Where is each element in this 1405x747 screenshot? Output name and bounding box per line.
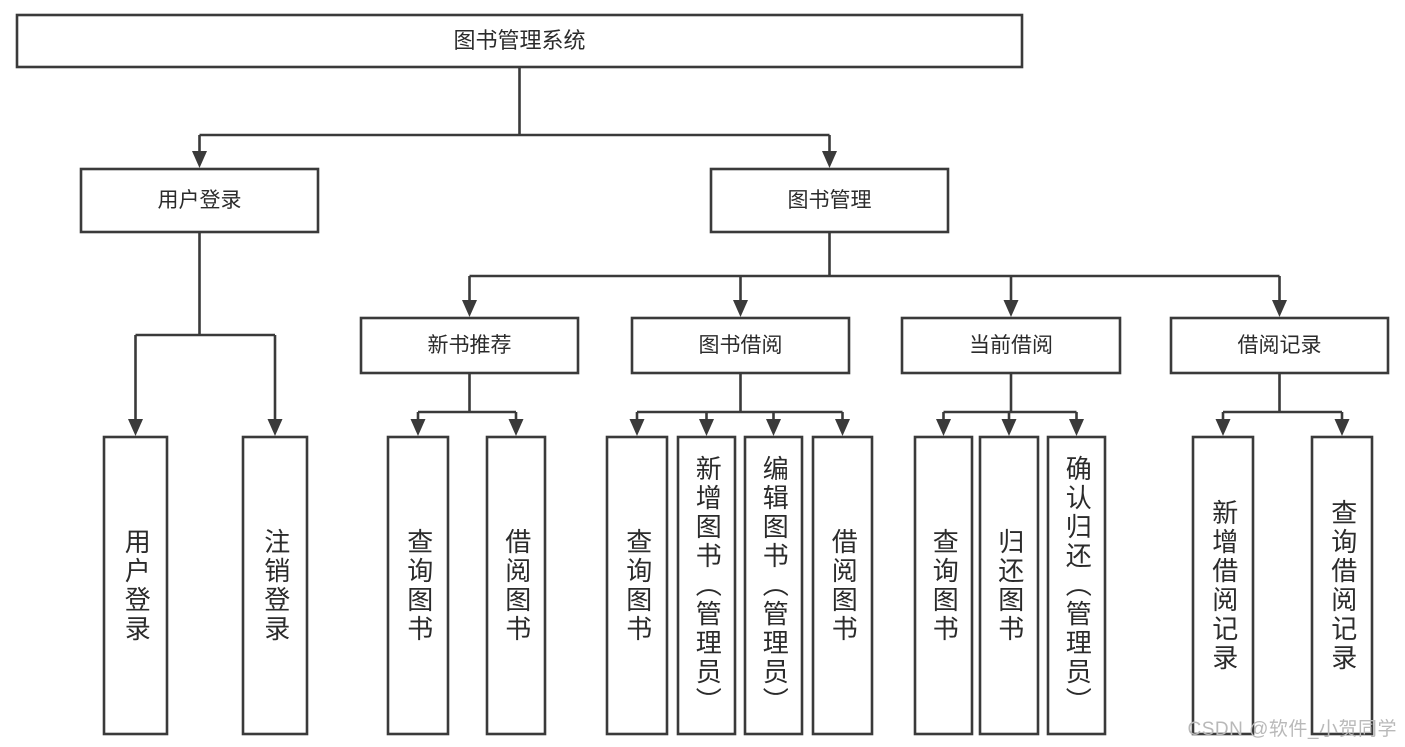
node-box-book-borrow[interactable] bbox=[630, 316, 851, 375]
node-leaf-query-record[interactable] bbox=[1310, 435, 1374, 736]
arrow-current-borrow-to-leaf-confirm-return bbox=[1069, 419, 1084, 436]
arrow-root-to-book-manage bbox=[822, 151, 837, 168]
node-label-borrow-record: 借阅记录 bbox=[1238, 334, 1322, 357]
arrow-root-to-user-login bbox=[192, 151, 207, 168]
node-box-book-manage[interactable] bbox=[709, 167, 950, 234]
node-box-leaf-confirm-return[interactable] bbox=[1046, 435, 1107, 736]
node-current-borrow[interactable]: 当前借阅 bbox=[900, 316, 1122, 375]
node-box-leaf-query-book-2[interactable] bbox=[605, 435, 669, 736]
arrow-book-borrow-to-leaf-query-book-2 bbox=[629, 419, 645, 436]
node-box-leaf-add-book[interactable] bbox=[676, 435, 737, 736]
node-box-user-login[interactable] bbox=[79, 167, 320, 234]
node-label-book-borrow: 图书借阅 bbox=[699, 334, 783, 357]
node-leaf-user-login[interactable] bbox=[102, 435, 169, 736]
node-box-leaf-query-book-3[interactable] bbox=[913, 435, 974, 736]
node-leaf-query-book-2[interactable] bbox=[605, 435, 669, 736]
arrow-borrow-record-to-leaf-add-record bbox=[1215, 419, 1231, 436]
node-label-user-login: 用户登录 bbox=[158, 189, 242, 212]
arrow-new-book-recommend-to-leaf-query-book-1 bbox=[410, 419, 426, 436]
node-box-current-borrow[interactable] bbox=[900, 316, 1122, 375]
connector-layer bbox=[128, 67, 1350, 436]
arrow-book-borrow-to-leaf-edit-book bbox=[766, 419, 781, 436]
node-user-login[interactable]: 用户登录 bbox=[79, 167, 320, 234]
arrow-new-book-recommend-to-leaf-borrow-book-1 bbox=[508, 419, 524, 436]
node-book-borrow[interactable]: 图书借阅 bbox=[630, 316, 851, 375]
node-leaf-return-book[interactable] bbox=[978, 435, 1040, 736]
arrow-borrow-record-to-leaf-query-record bbox=[1334, 419, 1350, 436]
node-leaf-query-book-3[interactable] bbox=[913, 435, 974, 736]
node-box-borrow-record[interactable] bbox=[1169, 316, 1390, 375]
node-label-current-borrow: 当前借阅 bbox=[969, 334, 1053, 357]
node-box-leaf-user-logout[interactable] bbox=[241, 435, 309, 736]
node-label-root: 图书管理系统 bbox=[453, 28, 585, 53]
node-root[interactable]: 图书管理系统 bbox=[15, 13, 1024, 69]
node-box-leaf-query-book-1[interactable] bbox=[386, 435, 450, 736]
node-book-manage[interactable]: 图书管理 bbox=[709, 167, 950, 234]
arrow-book-borrow-to-leaf-borrow-book-2 bbox=[835, 419, 850, 436]
arrow-bookmanage-to-current-borrow bbox=[1003, 300, 1019, 317]
watermark: CSDN @软件_小贺同学 bbox=[1187, 719, 1397, 740]
node-box-leaf-return-book[interactable] bbox=[978, 435, 1040, 736]
arrow-bookmanage-to-borrow-record bbox=[1272, 300, 1287, 317]
node-label-new-book-recommend: 新书推荐 bbox=[428, 334, 512, 357]
arrow-bookmanage-to-new-book-recommend bbox=[462, 300, 477, 317]
node-leaf-confirm-return[interactable] bbox=[1046, 435, 1107, 736]
node-leaf-borrow-book-1[interactable] bbox=[485, 435, 547, 736]
arrow-user-login-to-leaf-user-login bbox=[128, 419, 143, 436]
node-label-book-manage: 图书管理 bbox=[788, 189, 872, 212]
node-box-leaf-borrow-book-2[interactable] bbox=[811, 435, 874, 736]
node-leaf-add-record[interactable] bbox=[1191, 435, 1255, 736]
arrow-bookmanage-to-book-borrow bbox=[733, 300, 748, 317]
node-box-leaf-query-record[interactable] bbox=[1310, 435, 1374, 736]
node-box-leaf-user-login[interactable] bbox=[102, 435, 169, 736]
node-box-new-book-recommend[interactable] bbox=[359, 316, 580, 375]
node-leaf-query-book-1[interactable] bbox=[386, 435, 450, 736]
node-new-book-recommend[interactable]: 新书推荐 bbox=[359, 316, 580, 375]
node-leaf-add-book[interactable] bbox=[676, 435, 737, 736]
node-box-leaf-edit-book[interactable] bbox=[743, 435, 804, 736]
arrow-current-borrow-to-leaf-return-book bbox=[1001, 419, 1017, 436]
node-box-leaf-add-record[interactable] bbox=[1191, 435, 1255, 736]
arrow-book-borrow-to-leaf-add-book bbox=[699, 419, 714, 436]
node-leaf-edit-book[interactable] bbox=[743, 435, 804, 736]
node-borrow-record[interactable]: 借阅记录 bbox=[1169, 316, 1390, 375]
node-leaf-user-logout[interactable] bbox=[241, 435, 309, 736]
arrow-user-login-to-leaf-user-logout bbox=[267, 419, 283, 436]
node-leaf-borrow-book-2[interactable] bbox=[811, 435, 874, 736]
node-box-root[interactable] bbox=[15, 13, 1024, 69]
arrow-current-borrow-to-leaf-query-book-3 bbox=[936, 419, 951, 436]
node-box-leaf-borrow-book-1[interactable] bbox=[485, 435, 547, 736]
